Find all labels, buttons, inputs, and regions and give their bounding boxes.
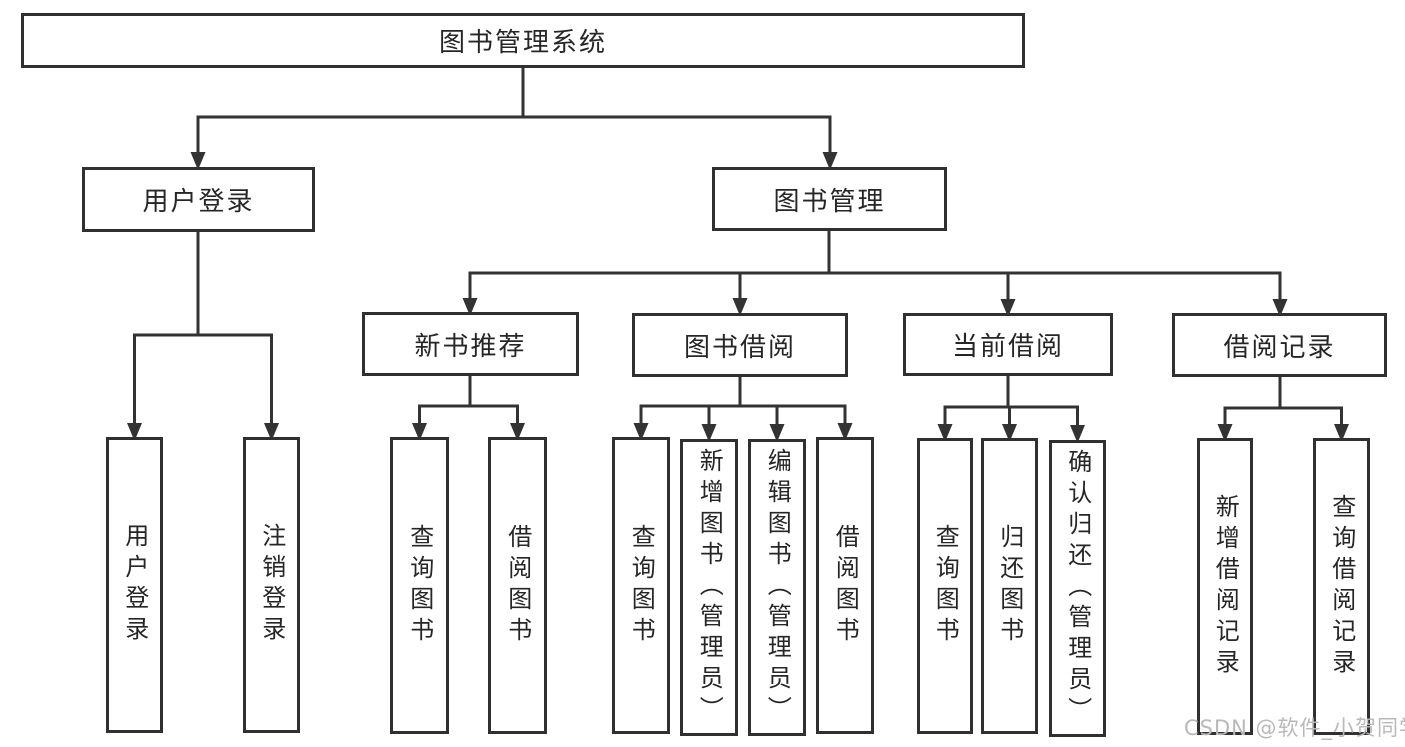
leaf-add-books-admin: 新增图书（管理员） [680, 439, 738, 736]
leaf-query-books-current: 查询图书 [917, 438, 973, 734]
node-label: 新增图书（管理员） [695, 448, 724, 727]
node-label: 查询图书 [627, 523, 656, 648]
leaf-query-books-borrow: 查询图书 [612, 437, 670, 734]
node-book-borrow: 图书借阅 [632, 313, 848, 377]
node-label: 借阅图书 [831, 523, 860, 648]
node-label: 新增借阅记录 [1211, 493, 1240, 680]
node-label: 编辑图书（管理员） [763, 448, 792, 727]
leaf-confirm-return-admin: 确认归还（管理员） [1049, 440, 1106, 737]
node-label: 用户登录 [142, 187, 255, 217]
node-label: 当前借阅 [951, 332, 1064, 362]
connector-user-login-to-leaves [127, 230, 279, 441]
node-label: 注销登录 [257, 523, 286, 647]
node-new-book-recommend: 新书推荐 [362, 312, 579, 376]
node-label: 图书借阅 [683, 332, 796, 363]
node-label: 查询图书 [931, 524, 960, 648]
leaf-edit-books-admin: 编辑图书（管理员） [748, 439, 806, 736]
leaf-borrow-books-recommend: 借阅图书 [488, 437, 547, 734]
node-user-login: 用户登录 [82, 167, 315, 232]
node-label: 确认归还（管理员） [1063, 449, 1092, 728]
leaf-query-books-recommend: 查询图书 [390, 437, 449, 734]
leaf-query-borrow-record: 查询借阅记录 [1313, 438, 1370, 735]
csdn-watermark: CSDN @软件_小贺同学 [1184, 716, 1405, 740]
node-label: 归还图书 [995, 524, 1024, 648]
node-current-borrow: 当前借阅 [903, 313, 1113, 376]
node-label: 图书管理系统 [438, 28, 607, 58]
connector-root-to-level2 [190, 66, 838, 170]
leaf-return-books: 归还图书 [981, 438, 1038, 734]
node-borrow-record: 借阅记录 [1172, 313, 1387, 377]
node-label: 用户登录 [120, 523, 149, 647]
connector-current-borrow-to-leaves [937, 374, 1085, 443]
connector-book-borrow-to-leaves [633, 375, 853, 442]
node-label: 查询图书 [405, 523, 434, 648]
node-label: 查询借阅记录 [1327, 493, 1356, 680]
connector-borrow-record-to-leaves [1217, 375, 1349, 442]
node-label: 借阅图书 [503, 523, 532, 648]
leaf-add-borrow-record: 新增借阅记录 [1197, 438, 1253, 735]
leaf-logout: 注销登录 [243, 437, 300, 733]
leaf-borrow-books: 借阅图书 [816, 437, 874, 734]
node-book-management: 图书管理 [712, 167, 947, 231]
connector-new-book-recommend-to-leaves [412, 374, 525, 441]
connector-book-management-to-level3 [462, 229, 1288, 317]
node-label: 图书管理 [773, 186, 886, 217]
leaf-user-login: 用户登录 [106, 437, 163, 733]
node-label: 借阅记录 [1223, 332, 1336, 363]
node-library-management-system: 图书管理系统 [21, 13, 1025, 68]
node-label: 新书推荐 [414, 331, 527, 362]
